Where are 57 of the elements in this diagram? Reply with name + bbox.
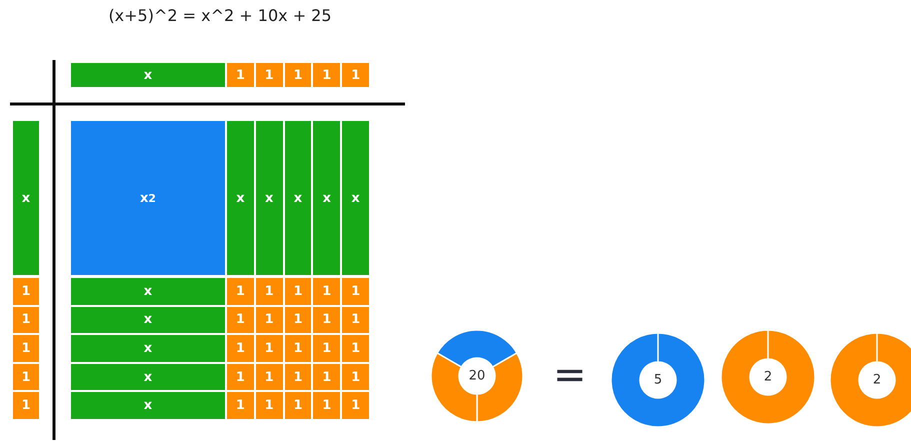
algebra-tile: 1	[254, 334, 284, 363]
algebra-tile: 1	[254, 306, 284, 334]
algebra-tile: 1	[312, 362, 342, 392]
algebra-tile: 1	[284, 334, 312, 363]
algebra-tile: 1	[254, 362, 284, 392]
algebra-tile: x	[70, 391, 226, 420]
algebra-tile: x	[70, 362, 226, 392]
algebra-tile: x	[70, 62, 226, 88]
center-number: 5	[654, 372, 662, 388]
algebra-tile: 1	[12, 334, 40, 363]
algebra-tile: 1	[254, 277, 284, 306]
algebra-tile: 1	[341, 362, 370, 392]
algebra-tile: 1	[254, 391, 284, 420]
algebra-tile: x	[341, 120, 370, 276]
center-number: 2	[764, 370, 772, 384]
algebra-tile: 1	[312, 334, 342, 363]
algebra-tile: 1	[312, 62, 342, 88]
center-number: 2	[872, 372, 882, 388]
algebra-tile: 1	[312, 277, 342, 306]
equals-sign: =	[553, 355, 587, 395]
algebra-tile: x	[312, 120, 342, 276]
center-number: 20	[468, 368, 486, 384]
algebra-tile: 1	[12, 391, 40, 420]
donut-ring	[611, 333, 705, 427]
algebra-tile: 1	[12, 277, 40, 306]
algebra-tile: 1	[226, 62, 255, 88]
algebra-tile: 1	[226, 391, 255, 420]
algebra-tile: x	[70, 277, 226, 306]
algebra-tile: 1	[226, 362, 255, 392]
donut-ring	[431, 330, 523, 422]
algebra-tile: 1	[284, 362, 312, 392]
algebra-tile: 1	[284, 277, 312, 306]
algebra-tile: 1	[341, 391, 370, 420]
algebra-tile: 1	[341, 277, 370, 306]
donut-ring	[830, 333, 911, 427]
algebra-tile: 1	[284, 391, 312, 420]
algebra-tile: 1	[254, 62, 284, 88]
algebra-tile: 1	[226, 277, 255, 306]
algebra-tile: 1	[12, 362, 40, 392]
algebra-tile: x	[254, 120, 284, 276]
algebra-tile: 1	[341, 334, 370, 363]
algebra-tile: x	[226, 120, 255, 276]
algebra-tile: 1	[312, 306, 342, 334]
donut-ring	[721, 330, 815, 424]
algebra-tile: x	[70, 334, 226, 363]
algebra-tile: 1	[12, 306, 40, 334]
algebra-tile: 1	[341, 306, 370, 334]
equation-title: (x+5)^2 = x^2 + 10x + 25	[107, 6, 333, 25]
algebra-tile: 1	[284, 306, 312, 334]
algebra-tile: 1	[341, 62, 370, 88]
algebra-tile: x	[284, 120, 312, 276]
algebra-tile: 1	[226, 306, 255, 334]
algebra-tile: 1	[284, 62, 312, 88]
algebra-tile: 1	[226, 334, 255, 363]
algebra-tile: x	[70, 306, 226, 334]
algebra-tile: x	[12, 120, 40, 276]
algebra-tile: 1	[312, 391, 342, 420]
